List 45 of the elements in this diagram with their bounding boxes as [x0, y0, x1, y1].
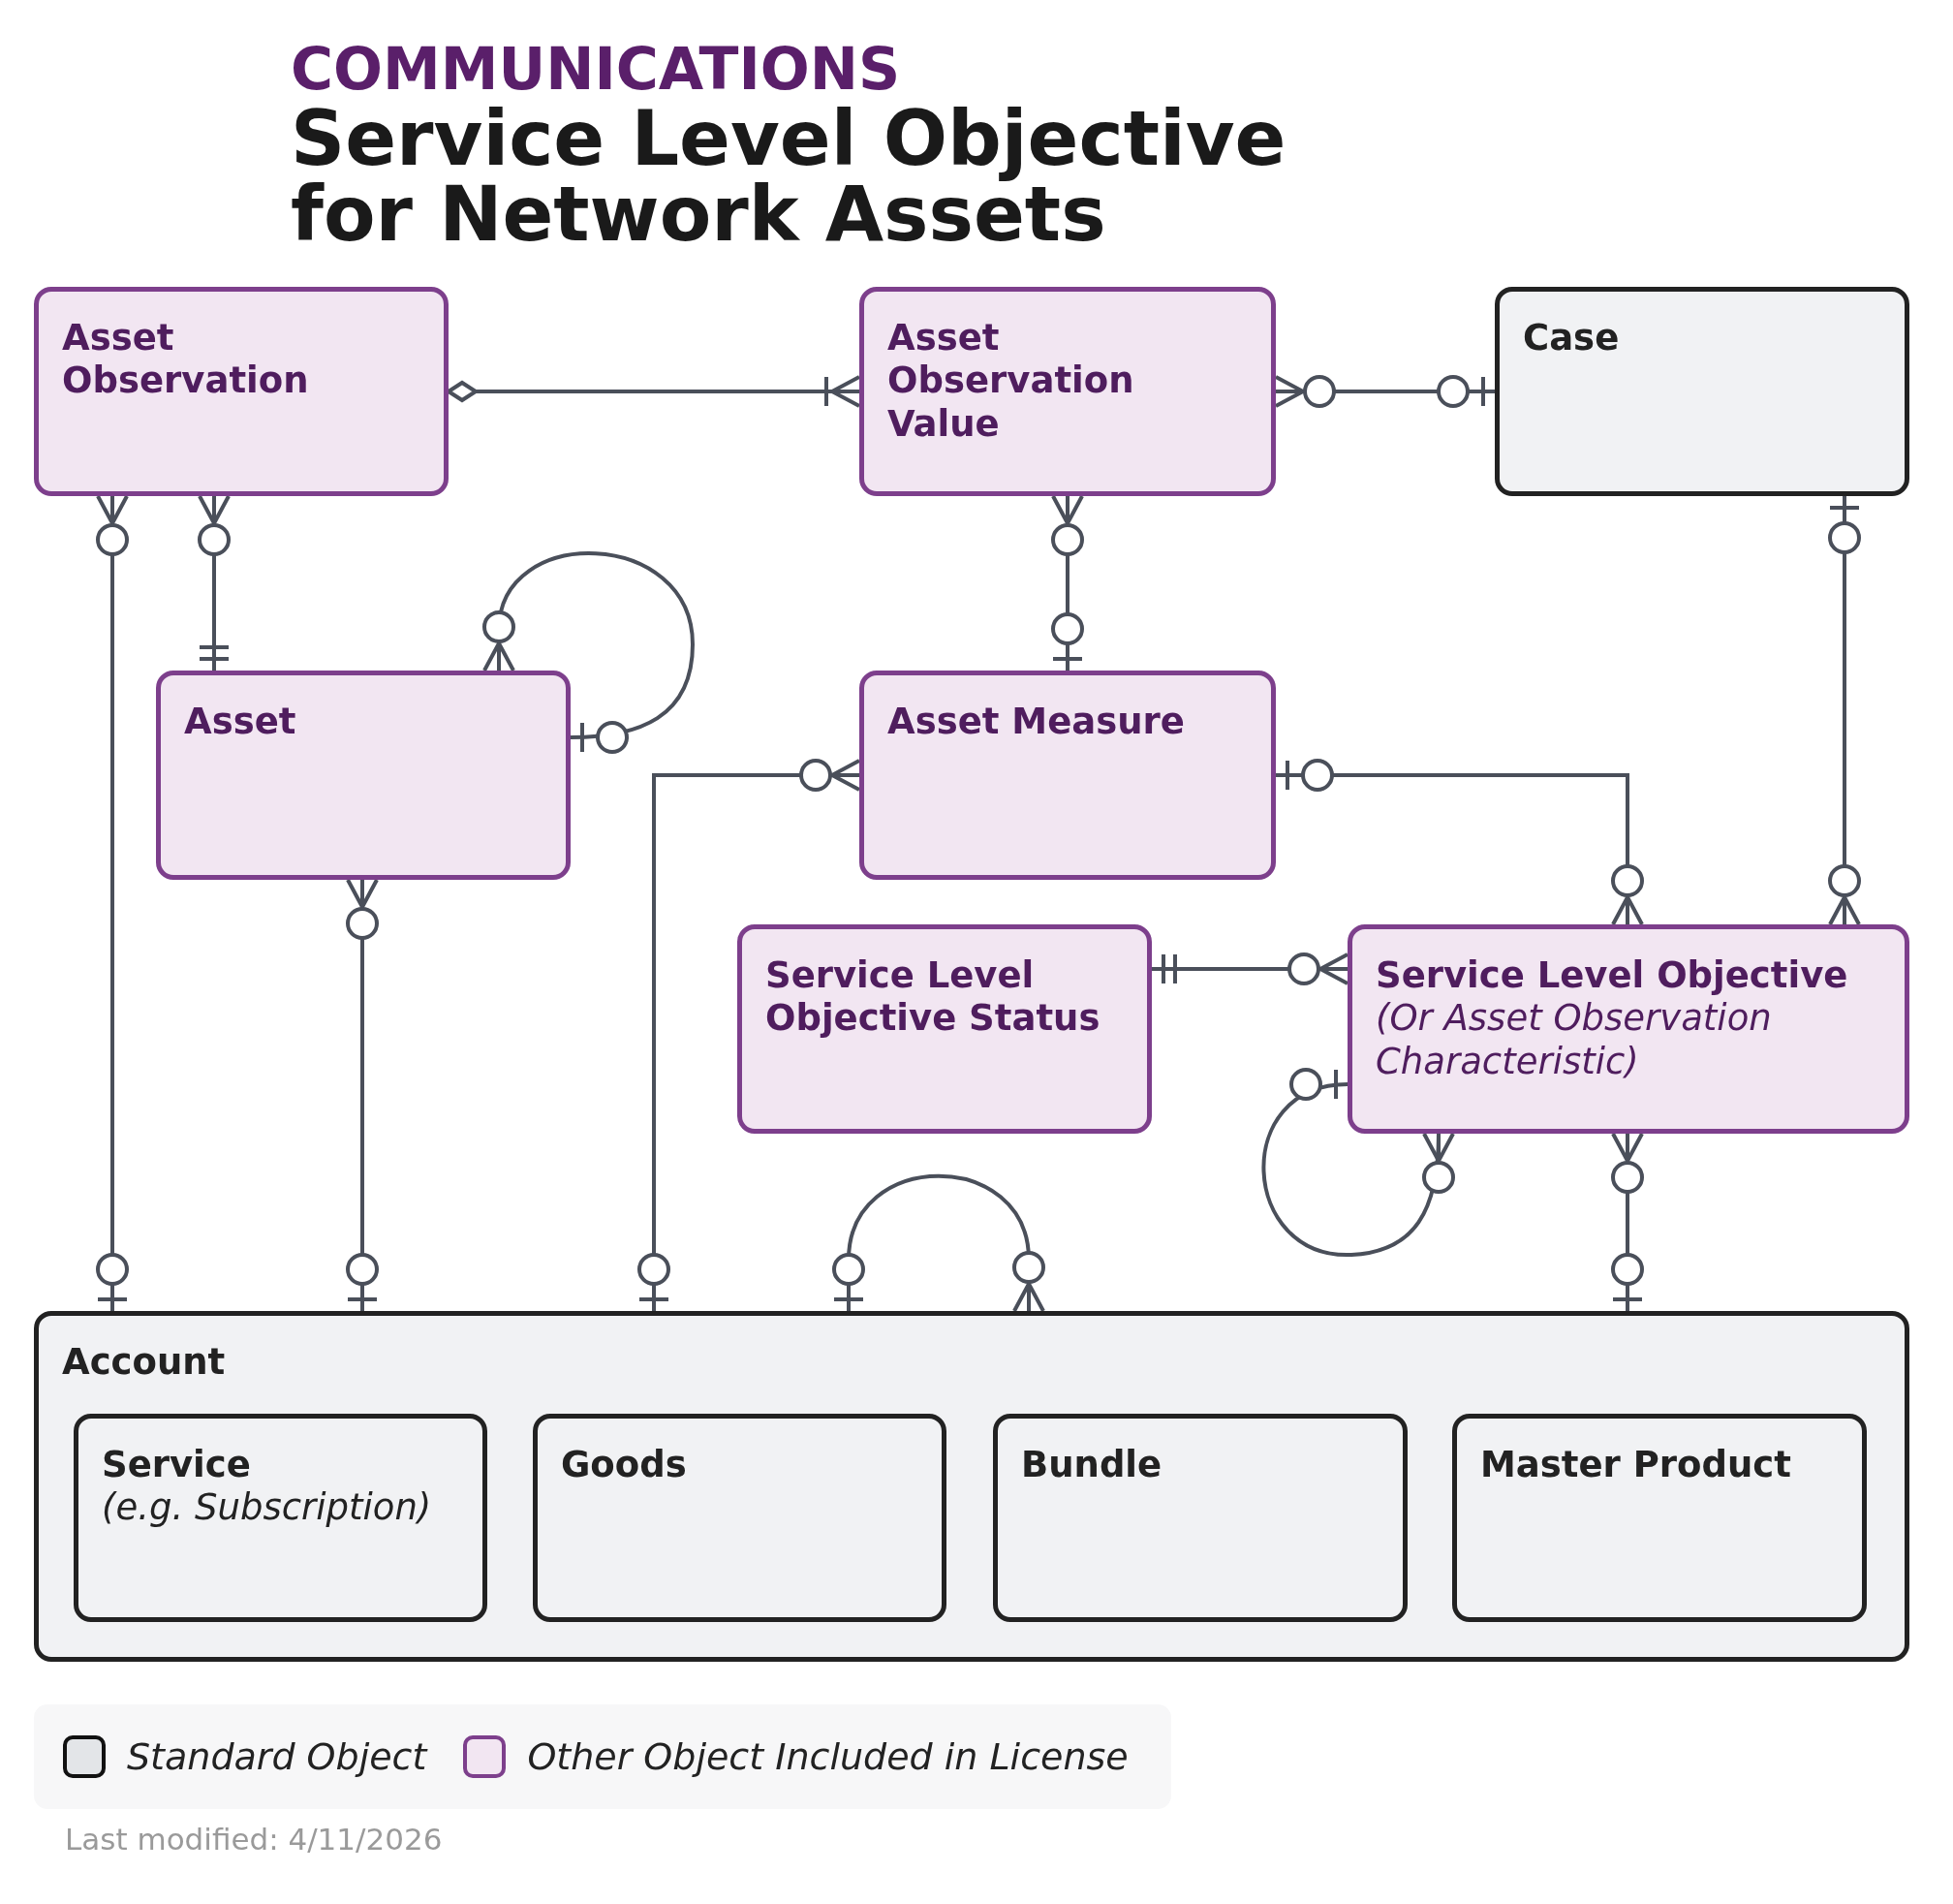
object-name: Asset Observation Value: [887, 317, 1135, 447]
relationship-line: [346, 878, 379, 1311]
license-object-box: [859, 287, 1276, 496]
relationship-line: [832, 1173, 1045, 1313]
relationship-line: [1261, 1069, 1455, 1257]
relationship-line: [96, 494, 129, 1311]
license-object-box: [1348, 924, 1909, 1134]
relationship-line: [1152, 952, 1349, 985]
relationship-line: [1274, 375, 1495, 408]
standard-object-box: [1452, 1414, 1867, 1622]
diagram-title: Service Level Objective for Network Assets: [291, 101, 1287, 252]
license-object-box: [737, 924, 1152, 1134]
standard-object-box: [993, 1414, 1408, 1622]
standard-object-box: [74, 1414, 487, 1622]
object-name: Asset: [184, 701, 297, 744]
standard-object-box: [533, 1414, 946, 1622]
relationship-line: [198, 494, 231, 671]
object-name: Master Product: [1480, 1444, 1792, 1487]
modified-date-note: Last modified: 4/11/2026: [65, 1822, 443, 1857]
standard-object-box: [1495, 287, 1909, 496]
object-name: Asset Observation: [62, 317, 310, 403]
license-object-box: [156, 671, 571, 880]
object-name: Case: [1523, 317, 1621, 360]
relationship-line: [1828, 496, 1861, 926]
category-heading: COMMUNICATIONS: [291, 37, 901, 101]
object-name: Service: [102, 1444, 252, 1487]
standard-object-box: [34, 1311, 1909, 1662]
object-name: Goods: [561, 1444, 688, 1487]
legend-label: Standard Object: [127, 1735, 427, 1778]
object-name: Service Level Objective: [1376, 954, 1849, 998]
object-note: (Or Asset Observation Characteristic): [1376, 997, 1773, 1084]
license-object-box: [34, 287, 449, 496]
relationship-line: [1276, 759, 1644, 926]
object-name: Account: [62, 1341, 227, 1385]
relationship-line: [1051, 494, 1084, 671]
object-name: Service Level Objective Status: [765, 954, 1101, 1041]
object-name: Asset Measure: [887, 701, 1186, 744]
relationship-line: [447, 375, 861, 408]
relationship-line: [482, 551, 695, 754]
object-note: (e.g. Subscription): [102, 1486, 433, 1530]
object-name: Bundle: [1021, 1444, 1163, 1487]
relationship-line: [1611, 1132, 1644, 1311]
legend-label: Other Object Included in License: [527, 1735, 1129, 1778]
relationship-line: [637, 759, 861, 1311]
license-object-box: [859, 671, 1276, 880]
